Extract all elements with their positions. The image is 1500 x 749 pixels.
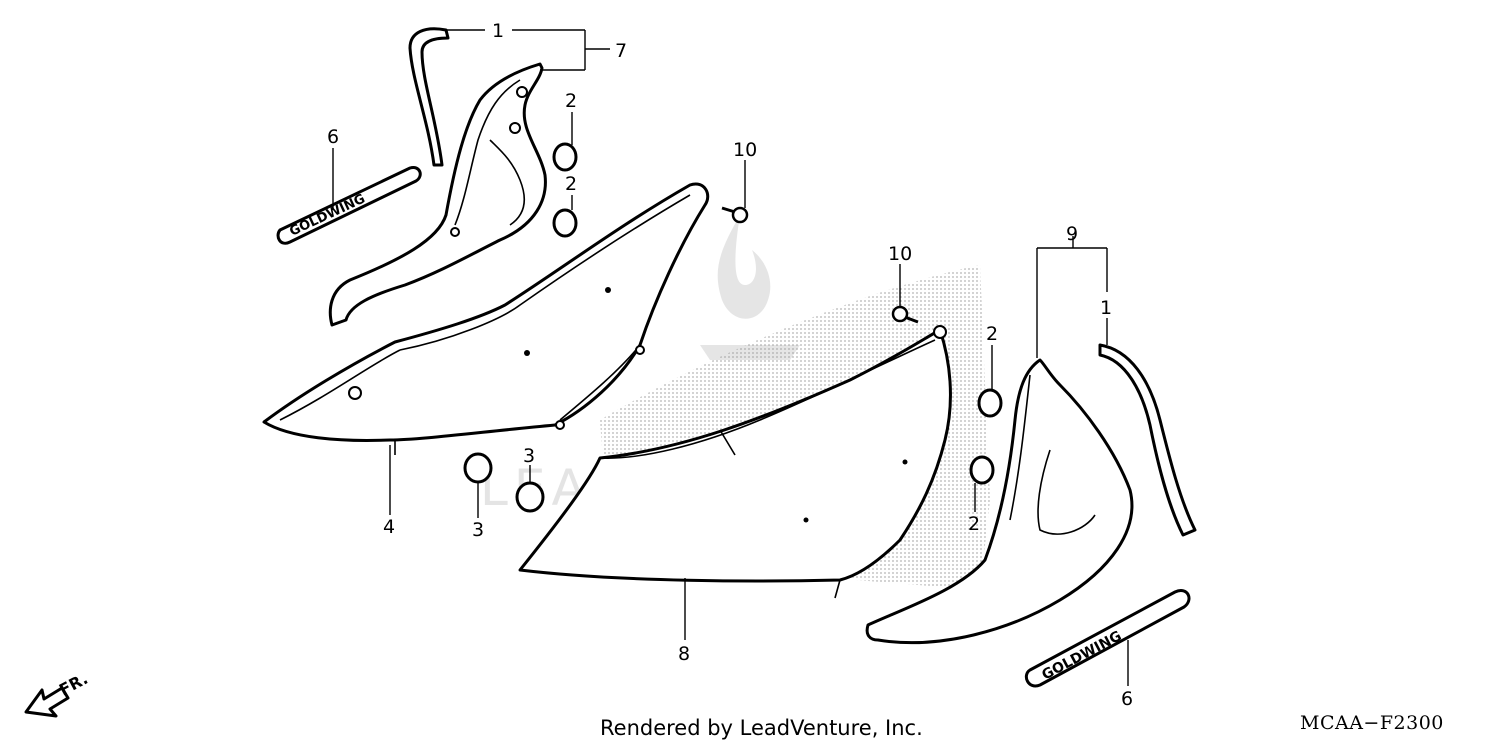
grommet-2c — [977, 388, 1003, 418]
callout-7: 7 — [615, 40, 627, 62]
emblem-text-left: GOLDWING — [287, 192, 367, 240]
callout-4: 4 — [383, 516, 395, 538]
callout-10-a: 10 — [733, 139, 757, 161]
render-credit: Rendered by LeadVenture, Inc. — [600, 716, 923, 740]
callout-1-right: 1 — [1100, 297, 1112, 319]
part-4-side-cover — [262, 182, 710, 455]
front-direction-arrow: FR. — [24, 669, 91, 718]
callout-2-a: 2 — [565, 90, 577, 112]
callout-6-left: 6 — [327, 126, 339, 148]
diagram-code: MCAA−F2300 — [1300, 712, 1444, 734]
callout-numbers: 1 7 2 6 2 10 10 9 1 2 4 3 3 2 8 6 — [327, 20, 1133, 710]
callout-1-left: 1 — [492, 20, 504, 42]
grommets — [463, 142, 1003, 513]
screw-10b — [891, 305, 909, 323]
part-7-inner-cover — [328, 62, 547, 327]
grommet-2a — [552, 142, 578, 172]
callout-10-b: 10 — [888, 243, 912, 265]
leader-lines — [332, 29, 1129, 686]
callout-2-d: 2 — [968, 513, 980, 535]
part-6-emblem-left: GOLDWING — [276, 166, 422, 245]
callout-9: 9 — [1066, 223, 1078, 245]
callout-3-b: 3 — [523, 445, 535, 467]
part-8-lower-cover — [518, 325, 952, 599]
grommet-2b — [552, 208, 578, 238]
callout-3-a: 3 — [472, 519, 484, 541]
part-1-strip-right — [1098, 343, 1197, 537]
callout-2-c: 2 — [986, 323, 998, 345]
screw-10a — [731, 206, 749, 224]
grommet-3a — [463, 452, 493, 484]
part-9-inner-cover-right — [865, 358, 1134, 645]
screws — [721, 206, 919, 324]
grommet-2d — [969, 455, 995, 485]
callout-2-b: 2 — [565, 173, 577, 195]
emblem-text-right: GOLDWING — [1039, 628, 1124, 683]
part-1-strip-left — [408, 27, 450, 167]
callout-6-right: 6 — [1121, 688, 1133, 710]
grommet-3b — [515, 481, 545, 513]
arrow-icon — [24, 686, 70, 718]
callout-8: 8 — [678, 643, 690, 665]
